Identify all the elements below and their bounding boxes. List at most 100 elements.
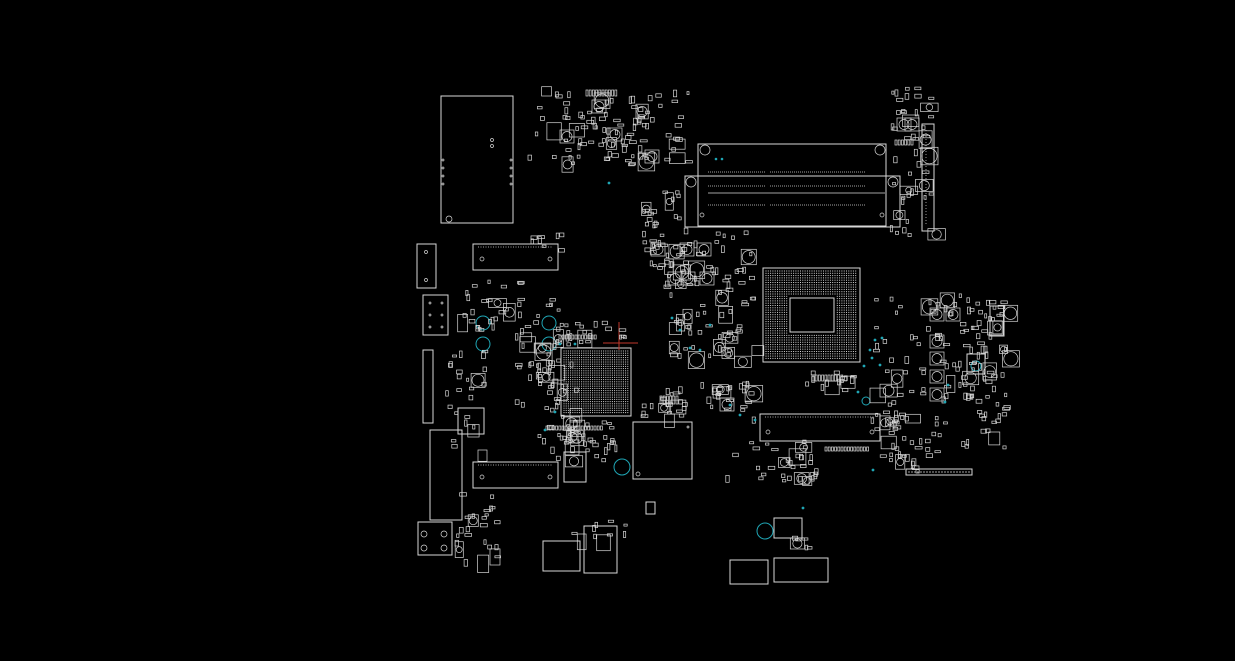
square-ics[interactable] (457, 353, 986, 585)
smd-component[interactable] (710, 404, 714, 410)
smd-component[interactable] (459, 492, 467, 497)
smd-component[interactable] (559, 232, 565, 238)
smd-component[interactable] (610, 98, 614, 104)
smd-component[interactable] (992, 320, 1003, 335)
smd-component[interactable] (477, 449, 488, 462)
smd-component[interactable] (687, 351, 705, 369)
capacitor-square[interactable] (696, 242, 712, 257)
smd-component[interactable] (743, 230, 749, 236)
smd-component[interactable] (738, 383, 743, 390)
smd-component[interactable] (985, 428, 991, 434)
smd-component[interactable] (997, 413, 1001, 420)
smd-component[interactable] (644, 221, 649, 227)
capacitor-square[interactable] (929, 369, 945, 384)
connector-left-1[interactable] (416, 243, 437, 289)
smd-component[interactable] (456, 388, 462, 392)
cyan-pads[interactable] (543, 181, 950, 510)
resistor-array[interactable] (834, 446, 837, 452)
resistor-array[interactable] (581, 334, 584, 340)
smd-component[interactable] (1002, 350, 1020, 368)
smd-component[interactable] (921, 370, 926, 376)
smd-component[interactable] (514, 399, 520, 405)
smd-component[interactable] (500, 284, 507, 289)
ic-bottom-5[interactable] (773, 517, 803, 539)
smd-component[interactable] (552, 378, 559, 384)
smd-component[interactable] (721, 347, 735, 359)
smd-component[interactable] (724, 407, 732, 411)
smd-component[interactable] (490, 506, 496, 510)
smd-component[interactable] (741, 300, 748, 304)
capacitor-square[interactable] (607, 127, 623, 142)
smd-component[interactable] (966, 439, 970, 446)
smd-component[interactable] (671, 147, 676, 152)
smd-component[interactable] (489, 505, 493, 512)
smd-component[interactable] (456, 373, 462, 380)
smd-component[interactable] (594, 125, 598, 130)
smd-component[interactable] (609, 426, 615, 430)
resistor-array[interactable] (593, 425, 597, 431)
smd-component[interactable] (986, 370, 995, 375)
smd-component[interactable] (578, 138, 583, 146)
smd-component[interactable] (562, 388, 567, 394)
smd-component[interactable] (657, 266, 663, 270)
smd-component[interactable] (928, 115, 935, 119)
smd-component[interactable] (1003, 304, 1019, 322)
smd-component[interactable] (518, 281, 524, 285)
smd-component[interactable] (560, 384, 564, 389)
smd-component[interactable] (515, 333, 519, 341)
smd-component[interactable] (462, 313, 467, 318)
smd-component[interactable] (905, 86, 910, 91)
smd-component[interactable] (454, 411, 459, 415)
smd-component[interactable] (999, 344, 1008, 354)
capacitor-square[interactable] (929, 307, 945, 322)
resistor-array[interactable] (595, 89, 598, 97)
smd-component[interactable] (899, 185, 919, 195)
smd-component[interactable] (620, 334, 626, 338)
smd-component[interactable] (447, 404, 453, 409)
smd-component[interactable] (537, 368, 542, 374)
ic-right-1[interactable] (966, 353, 986, 375)
smd-component[interactable] (960, 330, 966, 334)
smd-component[interactable] (556, 358, 562, 363)
smd-component[interactable] (484, 513, 489, 517)
smd-component[interactable] (742, 266, 746, 274)
smd-component[interactable] (491, 323, 495, 331)
smd-component[interactable] (721, 245, 725, 253)
left-edge-connectors[interactable] (416, 95, 514, 556)
smd-component[interactable] (921, 387, 926, 392)
smd-component[interactable] (593, 533, 597, 540)
smd-component[interactable] (668, 340, 680, 355)
smd-component[interactable] (552, 329, 564, 348)
resistor-array[interactable] (856, 446, 860, 452)
smd-component[interactable] (997, 304, 1006, 309)
smd-component[interactable] (717, 345, 722, 353)
smd-component[interactable] (988, 332, 993, 340)
smd-component[interactable] (467, 514, 479, 527)
smd-component[interactable] (751, 345, 765, 356)
smd-component[interactable] (745, 382, 750, 387)
smd-component[interactable] (655, 245, 660, 250)
smd-component[interactable] (688, 330, 693, 336)
smd-component[interactable] (934, 421, 939, 427)
smd-component[interactable] (883, 410, 890, 414)
smd-component[interactable] (573, 420, 578, 427)
smd-component[interactable] (528, 374, 532, 381)
smd-component[interactable] (652, 224, 656, 229)
capacitor-square[interactable] (929, 351, 945, 366)
smd-component[interactable] (916, 161, 922, 168)
resistor-array[interactable] (894, 139, 898, 146)
ic-bottom-2[interactable] (583, 525, 618, 574)
smd-component[interactable] (515, 362, 523, 367)
smd-component[interactable] (464, 415, 471, 419)
smd-component[interactable] (542, 367, 547, 373)
smd-component[interactable] (613, 118, 621, 123)
smd-component[interactable] (483, 509, 491, 513)
smd-component[interactable] (756, 465, 761, 471)
capacitor-square[interactable] (591, 99, 607, 114)
smd-component[interactable] (470, 308, 475, 316)
smd-component[interactable] (970, 385, 975, 392)
smd-component[interactable] (490, 494, 495, 499)
resistor-array[interactable] (564, 425, 568, 431)
smd-component[interactable] (487, 279, 491, 284)
smd-component[interactable] (902, 227, 907, 234)
